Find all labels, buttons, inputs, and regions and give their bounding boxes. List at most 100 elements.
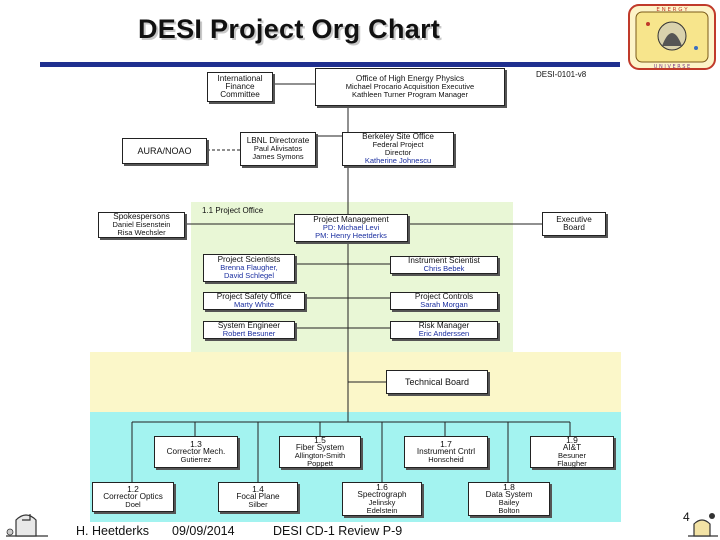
inst-head: Instrument Scientist (408, 256, 480, 265)
ifc-l2: Finance (225, 82, 255, 91)
b19-head: AI&T (562, 443, 582, 452)
lbnl-box: LBNL Directorate Paul Alivisatos James S… (240, 132, 316, 166)
spokes-l2: Risa Wechsler (117, 228, 166, 237)
ifc-l1: International (217, 74, 263, 83)
logo-text-top: E N E R G Y (656, 7, 688, 13)
aura-box: AURA/NOAO (122, 138, 207, 164)
b12-head: Corrector Optics (103, 492, 163, 501)
b17-head: Instrument Cntrl (416, 447, 476, 456)
ohep-l2: Kathleen Turner Program Manager (352, 90, 468, 99)
spokes-l1: Daniel Eisenstein (112, 220, 171, 229)
safety-l1: Marty White (233, 300, 274, 309)
b18-head: Data System (485, 490, 533, 499)
b13-l1: Gutierrez (180, 455, 212, 464)
page-number: 4 (683, 510, 690, 524)
safety-head: Project Safety Office (216, 292, 292, 301)
lbnl-l1: Paul Alivisatos (253, 144, 303, 153)
page-title: DESI Project Org Chart (138, 14, 441, 44)
bso-l2: Director (384, 148, 412, 157)
b16-l2: Edelstein (366, 506, 398, 515)
bso-box: Berkeley Site Office Federal Project Dir… (342, 132, 454, 166)
b18-l2: Bolton (498, 506, 520, 515)
wbs-1-3-box: 1.3 Corrector Mech. Gutierrez (154, 436, 238, 468)
b18-l1: Bailey (498, 498, 520, 507)
project-controls-box: Project Controls Sarah Morgan (390, 292, 498, 310)
wbs-1-7-box: 1.7 Instrument Cntrl Honscheid (404, 436, 488, 468)
ohep-head: Office of High Energy Physics (355, 74, 465, 83)
b19-l2: Flaugher (557, 459, 587, 468)
b19-l1: Besuner (558, 451, 586, 460)
b19-num: 1.9 (566, 435, 578, 445)
connector-lines (131, 83, 571, 486)
org-chart-diagram: 1.1 Project Office (90, 66, 621, 522)
executive-board-box: Executive Board (542, 212, 606, 236)
lbnl-head: LBNL Directorate (246, 136, 310, 145)
project-management-box: Project Management PD: Michael Levi PM: … (294, 214, 408, 242)
sci-head: Project Scientists (217, 255, 281, 264)
b15-l2: Poppett (307, 459, 333, 468)
risk-manager-box: Risk Manager Eric Anderssen (390, 321, 498, 339)
bso-l3: Katherine Johnescu (364, 156, 432, 165)
ohep-l1: Michael Procario Acquisition Executive (345, 82, 475, 91)
pm-l1: PD: Michael Levi (322, 223, 380, 232)
wbs-1-4-box: 1.4 Focal Plane Silber (218, 482, 298, 512)
b13-head: Corrector Mech. (166, 447, 226, 456)
ohep-box: Office of High Energy Physics Michael Pr… (315, 68, 505, 106)
wbs-1-9-box: 1.9 AI&T Besuner Flaugher (530, 436, 614, 468)
sci-l1: Brenna Flaugher, (220, 263, 278, 272)
b16-num: 1.6 (376, 482, 388, 492)
b16-head: Spectrograph (357, 490, 407, 499)
project-office-label: 1.1 Project Office (202, 206, 264, 215)
ifc-l3: Committee (220, 90, 260, 99)
system-engineer-box: System Engineer Robert Besuner (203, 321, 295, 339)
telescope-sketch-right (688, 513, 718, 537)
title-underline (40, 62, 620, 67)
logo-text-bottom: U N I V E R S E (654, 64, 690, 70)
b14-head: Focal Plane (236, 492, 280, 501)
controls-head: Project Controls (414, 292, 474, 301)
footer-review: DESI CD-1 Review P-9 (273, 524, 403, 538)
aura-head: AURA/NOAO (137, 146, 192, 156)
bso-l1: Federal Project (372, 140, 424, 149)
b14-num: 1.4 (252, 484, 264, 494)
b17-num: 1.7 (440, 439, 452, 449)
wbs-1-2-box: 1.2 Corrector Optics Doel (92, 482, 174, 512)
tb-head: Technical Board (404, 377, 470, 387)
energy-universe-logo: E N E R G Y U N I V E R S E (628, 4, 716, 70)
b15-l1: Allington-Smith (294, 451, 346, 460)
instrument-scientist-box: Instrument Scientist Chris Bebek (390, 256, 498, 274)
sci-l2: David Schlegel (223, 271, 275, 280)
telescope-sketch-left (6, 514, 48, 537)
project-scientists-box: Project Scientists Brenna Flaugher, Davi… (203, 254, 295, 282)
pm-head: Project Management (313, 215, 389, 224)
b17-l1: Honscheid (428, 455, 464, 464)
exec-l2: Board (563, 223, 585, 232)
b15-num: 1.5 (314, 435, 326, 445)
wbs-1-5-box: 1.5 Fiber System Allington-Smith Poppett (279, 436, 361, 468)
controls-l1: Sarah Morgan (420, 300, 468, 309)
b18-num: 1.8 (503, 482, 515, 492)
ifc-box: International Finance Committee (207, 72, 273, 102)
version-label: DESI-0101-v8 (536, 70, 587, 79)
wbs-1-8-box: 1.8 Data System Bailey Bolton (468, 482, 550, 516)
b15-head: Fiber System (295, 443, 345, 452)
risk-l1: Eric Anderssen (418, 329, 470, 338)
spokespersons-box: Spokespersons Daniel Eisenstein Risa Wec… (98, 212, 185, 238)
risk-head: Risk Manager (418, 321, 470, 330)
project-safety-office-box: Project Safety Office Marty White (203, 292, 305, 310)
b14-l1: Silber (248, 500, 268, 509)
b12-num: 1.2 (127, 484, 139, 494)
b12-l1: Doel (125, 500, 141, 509)
footer-author: H. Heetderks (76, 524, 149, 538)
spokes-head: Spokespersons (113, 212, 170, 221)
syseng-head: System Engineer (217, 321, 281, 330)
exec-l1: Executive (556, 215, 592, 224)
b13-num: 1.3 (190, 439, 202, 449)
technical-board-box: Technical Board (386, 370, 488, 394)
bso-head: Berkeley Site Office (362, 132, 434, 141)
syseng-l1: Robert Besuner (222, 329, 276, 338)
inst-l1: Chris Bebek (423, 264, 465, 273)
wbs-1-6-box: 1.6 Spectrograph Jelinsky Edelstein (342, 482, 422, 516)
footer-date: 09/09/2014 (172, 524, 235, 538)
lbnl-l2: James Symons (252, 152, 304, 161)
